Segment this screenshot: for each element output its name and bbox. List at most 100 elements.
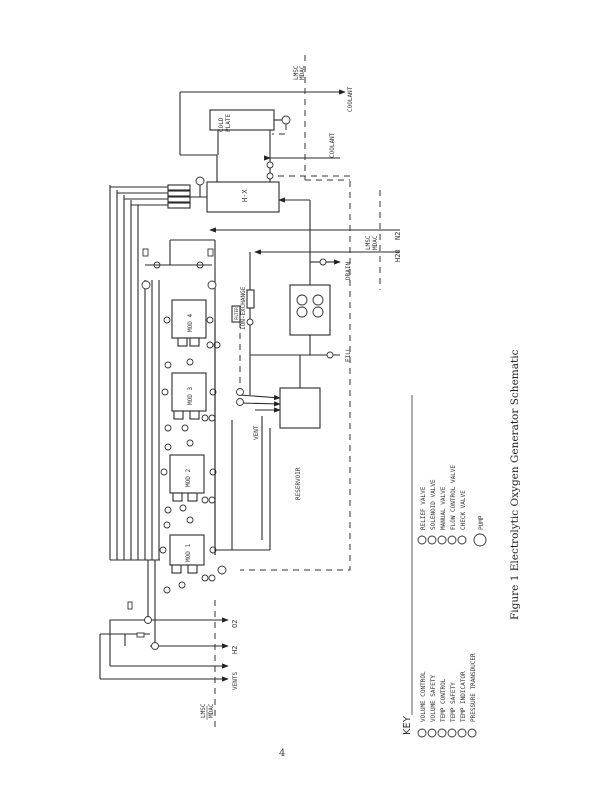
- bus-lines: [109, 185, 216, 561]
- volume-safety-icon: [236, 388, 244, 396]
- pump-icon: [296, 294, 308, 306]
- pump-icon: [312, 294, 324, 306]
- manual-valve-icon: [181, 424, 189, 432]
- temp-control-icon: [201, 414, 209, 422]
- heat-exchanger: H-X: [179, 91, 300, 213]
- ion-exchange-group: ION-EXCHANGE FILTER: [231, 252, 255, 395]
- solenoid-valve-icon: [159, 546, 167, 554]
- solenoid-valve-icon: [427, 535, 437, 545]
- check-valve-icon: [457, 535, 467, 545]
- key-valve-label: PUMP: [478, 515, 485, 530]
- drain-group: DRAIN: [309, 252, 352, 285]
- h2-valve-icon: [151, 642, 159, 650]
- boundary-label-top: LMSC: [200, 703, 207, 718]
- manual-valve-icon: [326, 351, 334, 359]
- volume-control-icon: [141, 280, 151, 290]
- h2-output-label: H2: [231, 646, 239, 654]
- solenoid-valve-icon: [206, 316, 214, 324]
- volume-control-icon: [207, 280, 217, 290]
- solenoid-icon: [136, 632, 145, 638]
- temp-safety-icon: [208, 414, 216, 422]
- manual-valve-icon: [163, 521, 171, 529]
- reservoir: RESERVOIR VENT: [231, 355, 321, 551]
- temp-control-icon: [201, 496, 209, 504]
- pump-icon: [312, 306, 324, 318]
- key-valve-label: RELIEF VALVE: [420, 486, 427, 530]
- heat-sink-fins: [110, 176, 207, 209]
- boundary-upper: LMSC MDAC LMSC MDAC: [293, 55, 381, 290]
- cold-plate-label-1: COLD: [218, 117, 225, 132]
- cold-plate: COLD PLATE: [209, 109, 340, 182]
- heat-exchanger-label: H-X: [241, 189, 249, 202]
- ion-exchange-label: ION-EXCHANGE: [240, 286, 247, 330]
- temp-control-icon: [437, 728, 447, 738]
- coolant-out-label: COOLANT: [347, 86, 354, 112]
- key-valve-label: MANUAL VALVE: [440, 486, 447, 530]
- flow-control-valve-icon: [447, 535, 457, 545]
- manual-valve-icon: [186, 516, 194, 524]
- reservoir-label: RESERVOIR: [295, 467, 302, 500]
- module-4: MOD 4: [141, 239, 221, 349]
- valve-icon: [266, 172, 274, 180]
- module-3: MOD 3: [161, 358, 217, 432]
- manual-valve-icon: [186, 439, 194, 447]
- inputs-group: N2 H2O: [209, 197, 402, 262]
- coolant-in-label: COOLANT: [329, 132, 336, 158]
- pressure-sensor-icon: [217, 565, 227, 575]
- boundary-label-top-3: LMSC: [293, 65, 300, 80]
- temp-safety-icon: [447, 728, 457, 738]
- drain-label: DRAIN: [345, 262, 352, 280]
- volume-control-icon: [236, 398, 244, 406]
- manual-valve-icon: [164, 424, 172, 432]
- cold-plate-label-2: PLATE: [225, 114, 232, 132]
- volume-control-icon: [417, 728, 427, 738]
- key-instrument-label: PRESSURE TRANSDUCER: [470, 653, 477, 722]
- boundary-lower: LMSC MDAC: [200, 600, 216, 730]
- solenoid-valve-icon: [161, 388, 169, 396]
- o2-valve-icon: [144, 616, 152, 624]
- boundary-label-top-2: LMSC: [365, 235, 372, 250]
- module-4-label: MOD 4: [187, 314, 194, 332]
- pump-block: [289, 284, 331, 355]
- key-valve-label: SOLENOID VALVE: [430, 479, 437, 530]
- key-valve-label: CHECK VALVE: [460, 490, 467, 530]
- check-valve-icon: [246, 318, 254, 326]
- boundary-label-bottom-2: MDAC: [372, 235, 379, 250]
- vents-output-label: VENTS: [232, 672, 239, 690]
- o2-output-label: O2: [231, 620, 239, 628]
- h2o-input-label: H2O: [394, 249, 402, 262]
- relief-valve-icon: [417, 535, 427, 545]
- volume-safety-icon: [427, 728, 437, 738]
- solenoid-icon: [127, 601, 133, 610]
- fill-group: FILL: [250, 347, 352, 362]
- boundary-label-bottom-3: MDAC: [299, 65, 306, 80]
- key-valve-label: FLOW CONTROL VALVE: [450, 465, 457, 530]
- pump-icon: [296, 306, 308, 318]
- temp-indicator-icon: [457, 728, 467, 738]
- manual-valve-icon: [164, 443, 172, 451]
- pressure-sensor-icon: [281, 115, 291, 125]
- temp-control-icon: [206, 341, 214, 349]
- key-instrument-label: TEMP SAFETY: [450, 682, 457, 722]
- manual-valve-icon: [186, 358, 194, 366]
- temp-control-icon: [201, 574, 209, 582]
- manual-valve-icon: [163, 586, 171, 594]
- module-2-label: MOD 2: [185, 469, 192, 487]
- temp-sensor-icon: [195, 176, 205, 186]
- outputs-group: O2 H2 VENTS: [99, 560, 239, 690]
- vent-label: VENT: [253, 425, 260, 440]
- key-instrument-label: TEMP INDICATOR: [460, 671, 467, 722]
- key-instrument-label: TEMP CONTROL: [440, 678, 447, 722]
- key-instrument-label: VOLUME CONTROL: [420, 671, 427, 722]
- solenoid-valve-icon: [163, 316, 171, 324]
- modules-group: MOD 4 MOD 3: [141, 239, 232, 594]
- figure-caption: Figure 1 Electrolytic Oxygen Generator S…: [509, 349, 521, 620]
- filter-label: FILTER: [234, 307, 239, 320]
- pressure-transducer-icon: [467, 728, 477, 738]
- n2-input-label: N2: [394, 232, 402, 240]
- relief-valve-icon: [207, 248, 214, 257]
- manual-valve-icon: [437, 535, 447, 545]
- manual-valve-icon: [179, 504, 187, 512]
